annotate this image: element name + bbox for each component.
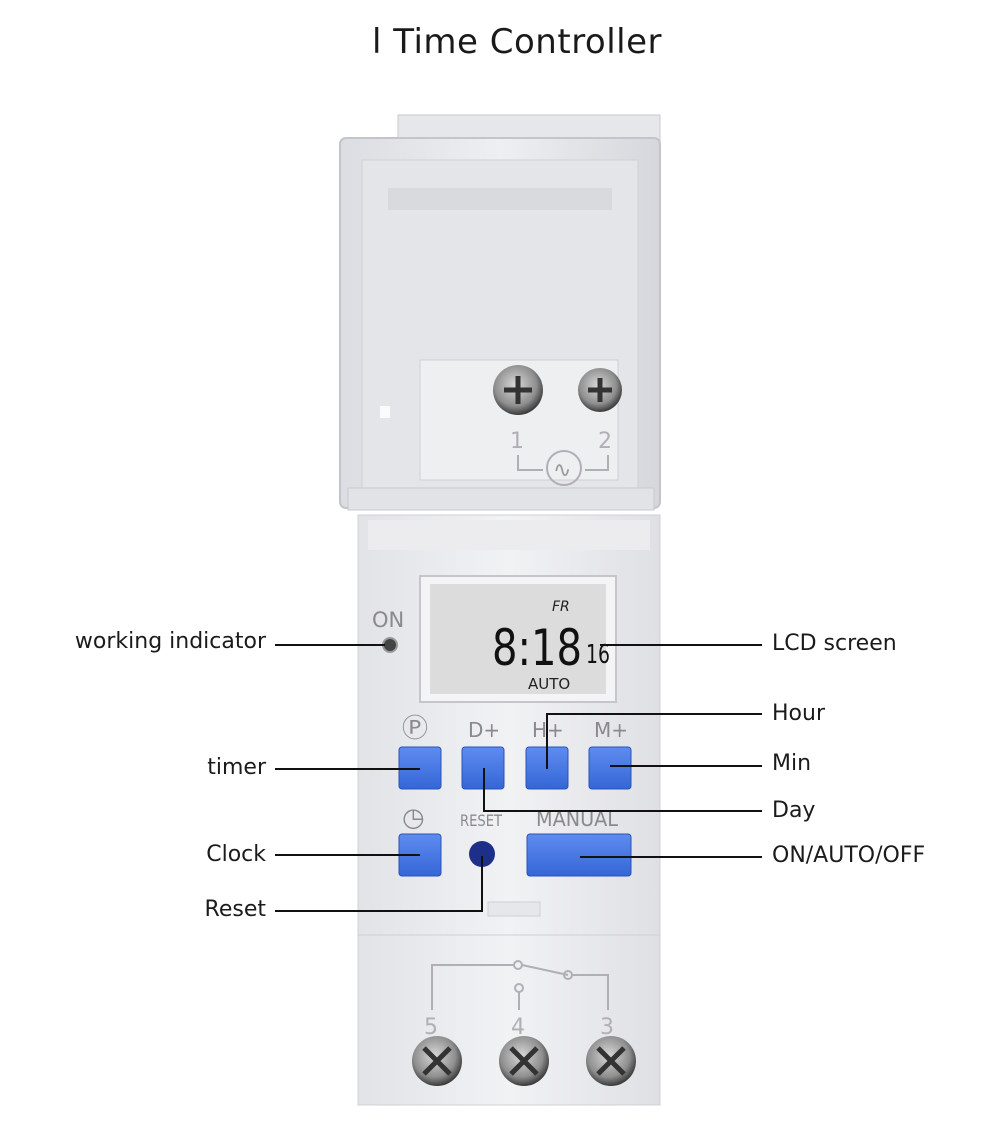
clock-symbol: ◷ [402,803,425,833]
line-hour [546,713,762,769]
line-day [483,768,762,812]
callout-lcd-screen: LCD screen [772,631,897,656]
bottom-screw-3 [586,1036,636,1086]
callout-hour: Hour [772,701,825,726]
relay-diagram [431,960,609,1010]
min-button-label: M+ [594,718,628,742]
terminal-4-label: 4 [511,1015,525,1040]
on-indicator-label: ON [372,608,404,632]
min-button[interactable] [588,746,632,790]
lid-screw-1 [493,365,543,415]
lid-terminal-1: 1 [510,429,524,454]
lid-screw-2 [578,368,622,412]
lid-supply-diagram [517,455,609,471]
lcd-time: 8:18 [492,619,582,677]
day-button-label: D+ [468,718,500,742]
callout-min: Min [772,751,812,776]
line-reset [275,856,483,912]
callout-clock: Clock [206,842,266,867]
callout-on-auto-off: ON/AUTO/OFF [772,843,926,868]
lid-terminal-2: 2 [598,429,612,454]
callout-timer: timer [207,755,266,780]
reset-button-label: RESET [460,811,502,830]
callout-reset: Reset [204,897,266,922]
ac-symbol: ∿ [553,458,571,483]
terminal-5-label: 5 [424,1015,438,1040]
transparent-lid [339,137,661,511]
lcd-day: FR [552,599,570,615]
manual-button[interactable] [526,833,632,877]
reset-button[interactable] [469,841,495,867]
program-symbol: Ⓟ [402,714,428,744]
page-title: l Time Controller [0,22,1000,72]
bottom-screw-4 [499,1036,549,1086]
lcd-mode: AUTO [528,675,570,693]
terminal-3-label: 3 [600,1015,614,1040]
working-indicator-led [382,637,398,653]
bottom-screw-5 [412,1036,462,1086]
lcd-screen [430,584,606,694]
callout-working-indicator: working indicator [74,629,266,654]
callout-lines [275,644,762,912]
title-text: l Time Controller [372,22,663,62]
callout-day: Day [772,798,816,823]
